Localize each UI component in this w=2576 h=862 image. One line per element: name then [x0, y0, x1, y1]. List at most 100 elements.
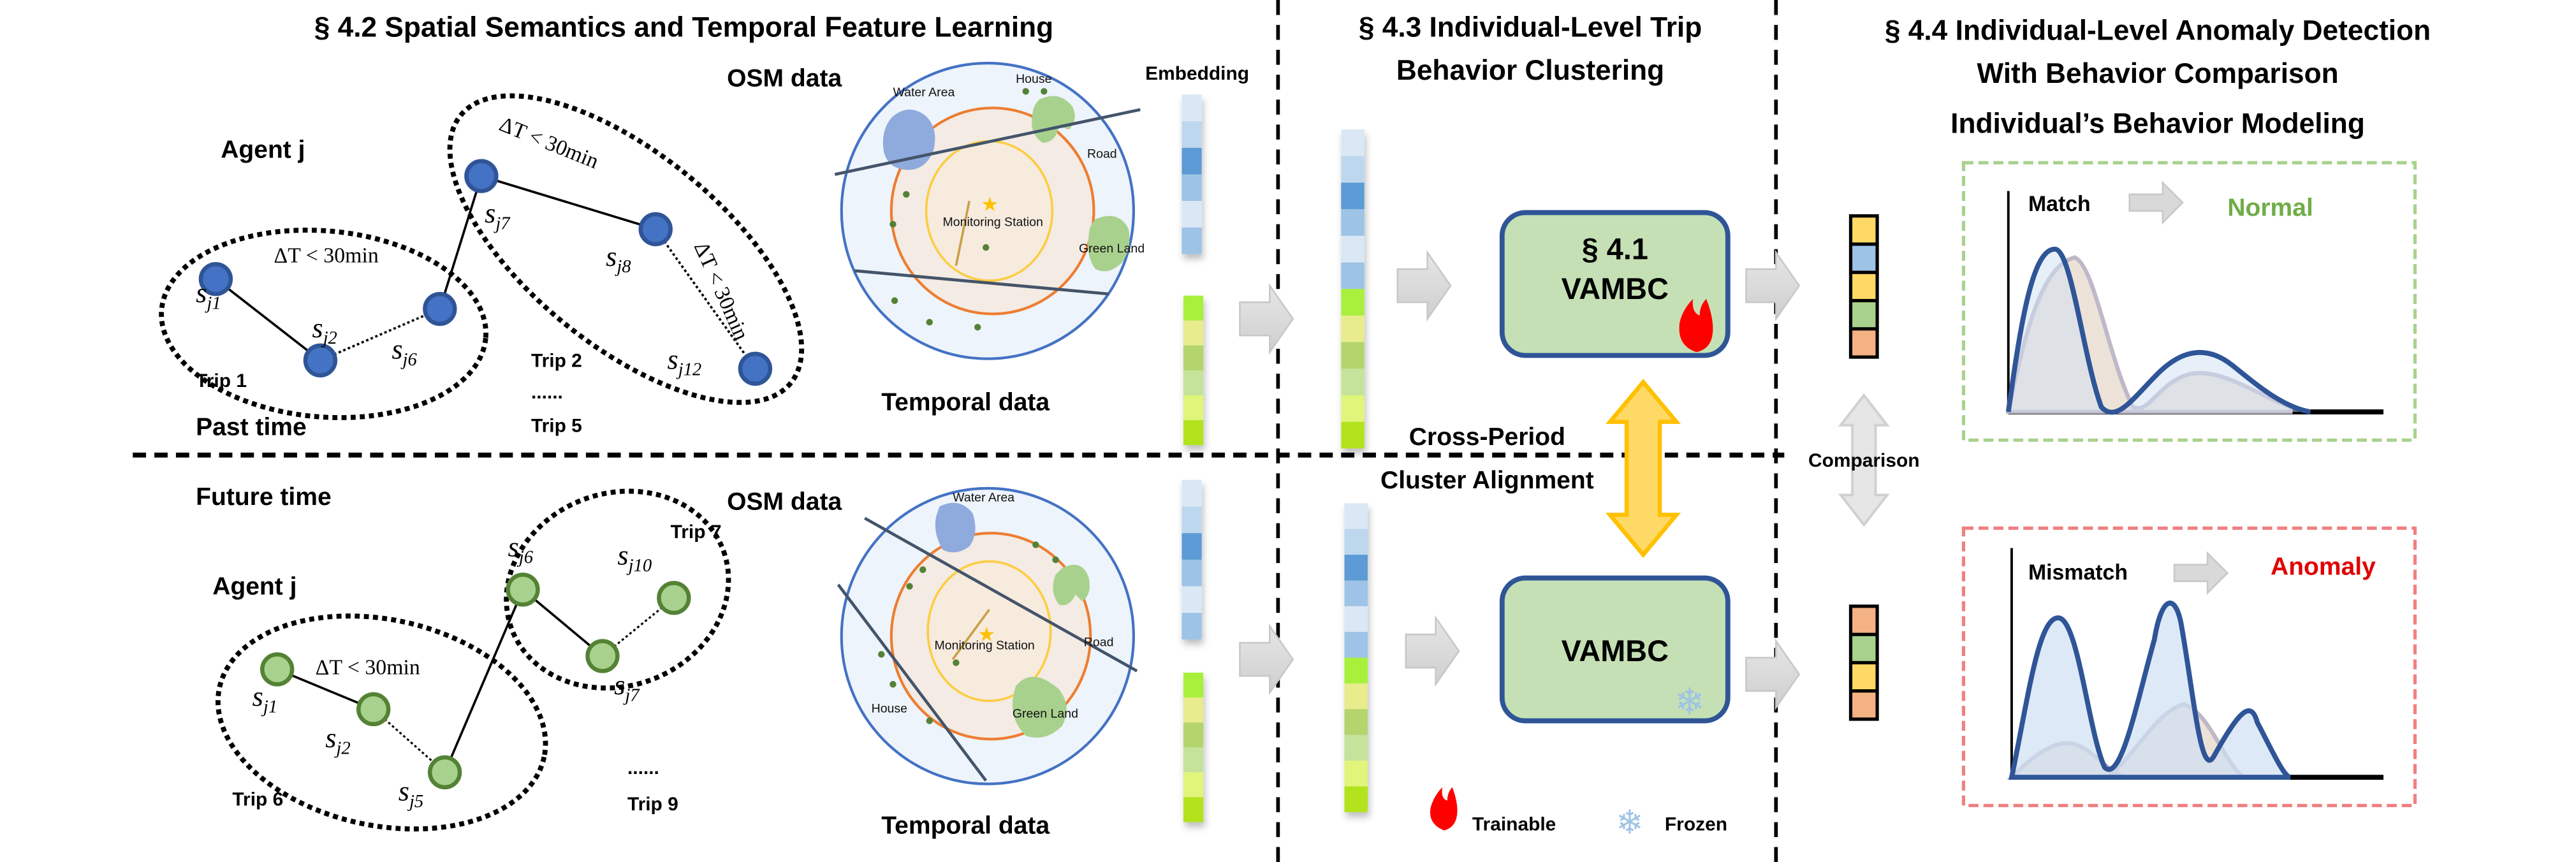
embedding-cell — [1344, 709, 1368, 735]
house-dots — [889, 88, 1048, 331]
concatenated-embedding-vector — [1341, 129, 1365, 449]
concatenated-embedding-vector — [1344, 503, 1368, 812]
temporal-title: Temporal data — [881, 812, 1050, 840]
osm-title: OSM data — [727, 488, 842, 516]
behavior-curve-current — [2009, 601, 2292, 780]
stop-label: sj7 — [485, 198, 511, 233]
stop-node — [464, 159, 499, 193]
embedding-cell — [1182, 174, 1202, 201]
stop-node — [585, 639, 620, 673]
stop-label: sj6 — [508, 532, 534, 567]
embedding-cell — [1344, 683, 1368, 710]
stop-label: sj10 — [617, 540, 652, 576]
osm-title: OSM data — [727, 64, 842, 92]
anomaly-result-label: Anomaly — [2271, 553, 2376, 580]
house-dots — [878, 541, 1059, 724]
cluster-cell — [1852, 274, 1876, 299]
embedding-cell — [1341, 129, 1365, 156]
cluster-cell — [1852, 302, 1876, 328]
edge-j5-j6 — [443, 589, 524, 773]
water-area-label: Water Area — [953, 491, 1014, 505]
road-label: Road — [1087, 147, 1117, 161]
embedding-cell — [1183, 420, 1204, 446]
future-trip-graph: Future time Agent j sj1 sj2 sj5 sj6 sj7 … — [196, 483, 731, 832]
embedding-cell — [1341, 369, 1365, 395]
double-arrow-icon — [1838, 393, 1890, 527]
temporal-embedding-vector — [1183, 295, 1204, 446]
water-area-label: Water Area — [893, 85, 955, 99]
vambc-frozen-box: VAMBC ❄ — [1499, 575, 1731, 724]
trip-2-boundary — [447, 93, 805, 405]
mismatch-label: Mismatch — [2028, 560, 2128, 585]
embedding-cell — [1344, 606, 1368, 632]
stop-label: sj1 — [252, 681, 277, 717]
delta-t-label: ΔT < 30min — [274, 244, 379, 268]
embedding-cell — [1341, 315, 1365, 342]
spatial-embedding-vector — [1182, 94, 1202, 254]
vambc-name: VAMBC — [1562, 634, 1669, 668]
comparison-label: Comparison — [1808, 450, 1920, 471]
normal-result-label: Normal — [2227, 194, 2313, 222]
embedding-cell — [1183, 772, 1204, 798]
edge-j1-j2 — [277, 668, 374, 711]
fire-icon — [1430, 787, 1458, 831]
embedding-cell — [1341, 209, 1365, 236]
edge-j8-j12 — [654, 228, 756, 370]
alignment-label-line2: Cluster Alignment — [1380, 467, 1594, 494]
section-4-3-title-line2: Behavior Clustering — [1396, 55, 1664, 86]
embedding-cell — [1341, 421, 1365, 449]
cluster-cell — [1852, 692, 1876, 718]
edge-j1-j2 — [215, 278, 321, 362]
embedding-cell — [1344, 734, 1368, 761]
embedding-cell — [1182, 227, 1202, 254]
embedding-cell — [1344, 761, 1368, 787]
arrow-right-icon — [1396, 249, 1452, 322]
embedding-cell — [1183, 673, 1204, 698]
osm-map-past: OSM data ★ Water Area House Road Monitor… — [727, 61, 1145, 416]
cluster-cell — [1852, 245, 1876, 271]
vambc-name: VAMBC — [1562, 272, 1669, 305]
embedding-cell — [1183, 395, 1204, 421]
embedding-cell — [1344, 503, 1368, 529]
trip-label: Trip 9 — [627, 794, 678, 815]
past-time-label: Past time — [196, 414, 307, 441]
stop-label: sj7 — [614, 669, 640, 705]
stop-node — [198, 261, 233, 296]
snowflake-icon: ❄ — [1616, 804, 1644, 842]
trip-label: Trip 2 — [531, 351, 582, 372]
cluster-distribution-vector — [1848, 604, 1879, 721]
embedding-cell — [1182, 94, 1202, 122]
legend-frozen: Frozen — [1665, 814, 1727, 835]
station-star-icon: ★ — [977, 624, 995, 646]
stop-node — [260, 652, 295, 687]
trip-label: Trip 1 — [196, 370, 247, 391]
embedding-cell — [1344, 657, 1368, 683]
vambc-trainable-box: § 4.1 VAMBC — [1499, 210, 1731, 358]
arrow-right-icon — [1239, 282, 1294, 355]
temporal-title: Temporal data — [881, 388, 1050, 416]
legend-trainable: Trainable — [1472, 814, 1556, 835]
embedding-cell — [1183, 797, 1204, 822]
ellipsis: ...... — [627, 757, 659, 778]
ellipsis: ...... — [531, 382, 563, 403]
arrow-right-icon — [2173, 551, 2229, 595]
embedding-cell — [1182, 586, 1202, 613]
stop-label: sj1 — [196, 277, 221, 313]
match-label: Match — [2028, 192, 2091, 216]
stop-label: sj6 — [392, 334, 417, 370]
stop-label: sj5 — [399, 776, 423, 812]
embedding-cell — [1182, 121, 1202, 148]
embedding-cell — [1182, 533, 1202, 560]
water-area-shape — [882, 109, 935, 170]
arrow-right-icon — [2128, 180, 2184, 225]
embedding-cell — [1182, 201, 1202, 228]
normal-panel: Match Normal — [1961, 161, 2417, 442]
edge-j6-j7 — [522, 588, 604, 657]
stop-node — [423, 291, 457, 326]
double-arrow-icon — [1606, 379, 1681, 559]
future-agent-label: Agent j — [212, 573, 296, 601]
arrow-right-icon — [1745, 249, 1801, 322]
embedding-cell — [1183, 722, 1204, 748]
section-4-4-title-line3: Individual’s Behavior Modeling — [1950, 108, 2365, 139]
station-label: Monitoring Station — [935, 639, 1035, 653]
